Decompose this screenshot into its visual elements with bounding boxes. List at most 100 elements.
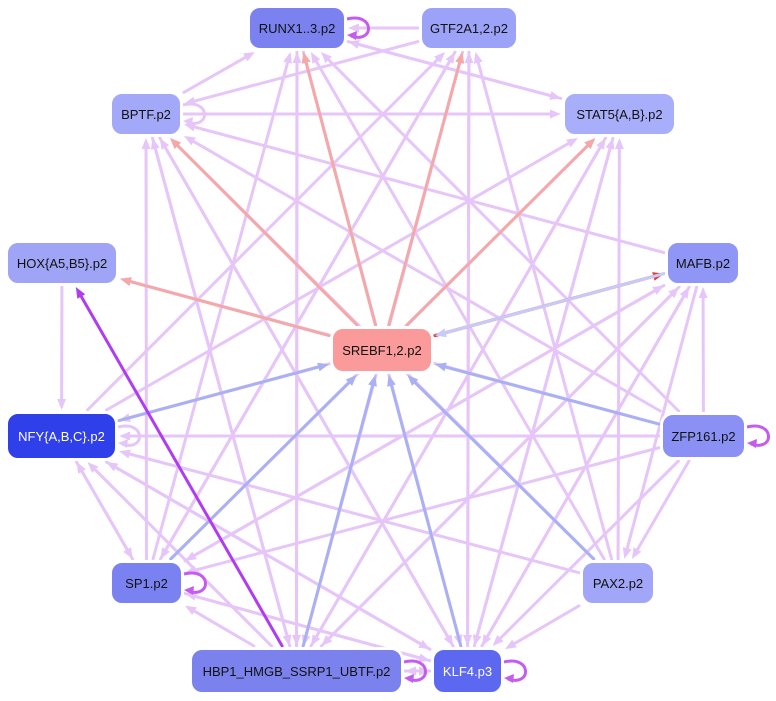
arrowhead xyxy=(368,375,377,387)
edge-hbp1-hmgb-ssrp1-ubtf-p2-to-sp1-p2 xyxy=(185,605,256,648)
edge-mafb-p2-to-srebf1-2-p2 xyxy=(435,272,666,338)
node-sp1[interactable]: SP1.p2 xyxy=(110,561,183,605)
node-zfp161[interactable]: ZFP161.p2 xyxy=(661,413,746,459)
node-gtf2a1-2[interactable]: GTF2A1,2.p2 xyxy=(420,6,518,50)
self-loop-hbp1-hmgb-ssrp1-ubtf-p2 xyxy=(403,659,427,682)
arrowhead xyxy=(243,52,255,62)
arrowhead xyxy=(310,634,321,646)
edge-zfp161-p2-to-pax2-p2 xyxy=(631,459,691,559)
arrowhead xyxy=(668,287,680,298)
edge-zfp161-p2-to-nfy-a-b-c-p2 xyxy=(119,431,661,441)
arrowhead xyxy=(505,639,517,650)
self-loop-zfp161-p2 xyxy=(746,424,770,447)
edge-hox-a5-b5-p2-to-nfy-a-b-c-p2 xyxy=(57,285,67,410)
arrowhead xyxy=(418,639,430,650)
arrowhead xyxy=(472,634,482,646)
arrowhead xyxy=(170,138,181,149)
self-loop-arrowhead xyxy=(183,117,193,126)
edge-srebf1-2-p2-to-bptf-p2 xyxy=(170,138,359,327)
edge-pax2-p2-to-klf4-p3 xyxy=(505,604,581,650)
node-srebf1-2[interactable]: SREBF1,2.p2 xyxy=(331,327,433,373)
edge-zfp161-p2-to-runx1-3-p2 xyxy=(320,52,681,413)
edge-srebf1-2-p2-to-stat5-a-b-p2 xyxy=(405,138,596,327)
arrowhead xyxy=(549,91,561,100)
self-loop-arrowhead xyxy=(504,674,514,683)
edge-gtf2a1-2-p2-to-runx1-3-p2 xyxy=(348,23,420,33)
arrowhead xyxy=(282,634,292,646)
edge-nfy-a-b-c-p2-to-sp1-p2 xyxy=(75,460,133,559)
edge-klf4-p3-to-hbp1-hmgb-ssrp1-ubtf-p2 xyxy=(405,666,432,676)
edge-zfp161-p2-to-klf4-p3 xyxy=(492,459,680,646)
self-loop-bptf-p2 xyxy=(182,102,206,125)
self-loop-runx1-3-p2 xyxy=(346,16,370,39)
edge-nfy-a-b-c-p2-to-gtf2a1-2-p2 xyxy=(85,52,446,412)
arrowhead xyxy=(387,375,396,387)
arrowhead xyxy=(407,375,419,386)
arrowhead xyxy=(317,362,329,372)
edge-nfy-a-b-c-p2-to-stat5-a-b-p2 xyxy=(105,138,578,412)
edge-bptf-p2-to-runx1-3-p2 xyxy=(182,52,255,94)
edge-pax2-p2-to-runx1-3-p2 xyxy=(310,52,606,561)
edge-bptf-p2-to-klf4-p3 xyxy=(158,136,454,646)
edge-stat5-a-b-p2-to-hbp1-hmgb-ssrp1-ubtf-p2 xyxy=(310,136,608,646)
edge-pax2-p2-to-stat5-a-b-p2 xyxy=(614,138,624,561)
node-klf4[interactable]: KLF4.p3 xyxy=(432,648,503,694)
arrowhead xyxy=(301,52,311,64)
edge-srebf1-2-p2-to-hox-a5-b5-p2 xyxy=(120,277,331,338)
arrowhead xyxy=(292,634,302,646)
arrowhead xyxy=(550,109,561,119)
edge-stat5-a-b-p2-to-klf4-p3 xyxy=(472,136,615,646)
node-mafb[interactable]: MAFB.p2 xyxy=(666,241,740,285)
arrowhead xyxy=(652,285,664,295)
arrowhead xyxy=(160,547,170,559)
arrowhead xyxy=(345,375,357,386)
self-loop-arrowhead xyxy=(184,586,194,595)
node-stat5[interactable]: STAT5{A,B}.p2 xyxy=(563,92,676,136)
self-loop-arrowhead xyxy=(404,674,414,683)
self-loop-nfy-a-b-c-p2 xyxy=(117,424,141,447)
edge-hbp1-hmgb-ssrp1-ubtf-p2-to-srebf1-2-p2 xyxy=(301,375,377,648)
arrowhead xyxy=(622,547,632,559)
self-loop-sp1-p2 xyxy=(183,571,207,594)
self-loop-arrowhead xyxy=(747,439,757,448)
edge-hbp1-hmgb-ssrp1-ubtf-p2-to-hox-a5-b5-p2 xyxy=(75,287,284,648)
edge-hbp1-hmgb-ssrp1-ubtf-p2-to-nfy-a-b-c-p2 xyxy=(87,462,273,648)
arrowhead xyxy=(434,52,446,63)
edge-sp1-p2-to-runx1-3-p2 xyxy=(151,52,292,561)
node-hbp1-hmgb-ssrp1-ubtf[interactable]: HBP1_HMGB_SSRP1_UBTF.p2 xyxy=(190,648,403,694)
edge-mafb-p2-to-bptf-p2 xyxy=(184,122,666,255)
edge-gtf2a1-2-p2-to-klf4-p3 xyxy=(463,50,473,646)
arrowhead xyxy=(184,122,196,132)
arrowhead xyxy=(463,634,473,646)
arrowhead xyxy=(679,287,690,299)
arrowhead xyxy=(184,135,196,146)
edge-runx1-3-p2-to-hbp1-hmgb-ssrp1-ubtf-p2 xyxy=(292,50,302,646)
arrowhead xyxy=(584,138,596,149)
node-pax2[interactable]: PAX2.p2 xyxy=(581,561,655,605)
node-runx1-3[interactable]: RUNX1..3.p2 xyxy=(248,6,346,50)
arrowhead xyxy=(473,52,483,64)
arrowhead xyxy=(631,547,642,559)
node-bptf[interactable]: BPTF.p2 xyxy=(110,92,182,136)
arrowhead xyxy=(435,328,447,338)
arrowhead xyxy=(455,52,464,64)
edge-klf4-p3-to-srebf1-2-p2 xyxy=(387,375,463,648)
edge-zfp161-p2-to-bptf-p2 xyxy=(184,135,662,413)
node-hox-a5-b5[interactable]: HOX{A5,B5}.p2 xyxy=(6,241,118,285)
self-loop-arrowhead xyxy=(347,31,357,40)
node-nfy-abc[interactable]: NFY{A,B,C}.p2 xyxy=(6,412,117,460)
arrowhead xyxy=(320,52,332,63)
edge-srebf1-2-p2-to-gtf2a1-2-p2 xyxy=(387,52,464,327)
edge-pax2-p2-to-nfy-a-b-c-p2 xyxy=(119,449,581,575)
arrowhead xyxy=(75,287,86,299)
arrowhead xyxy=(405,666,416,676)
edge-bptf-p2-to-hbp1-hmgb-ssrp1-ubtf-p2 xyxy=(150,136,292,646)
edge-sp1-p2-to-mafb-p2 xyxy=(183,285,664,563)
arrowhead xyxy=(141,138,151,150)
edge-hbp1-hmgb-ssrp1-ubtf-p2-to-mafb-p2 xyxy=(319,287,680,648)
edge-zfp161-p2-to-mafb-p2 xyxy=(698,287,708,413)
edge-klf4-p3-to-mafb-p2 xyxy=(480,287,690,648)
self-loop-arrowhead xyxy=(118,439,128,448)
